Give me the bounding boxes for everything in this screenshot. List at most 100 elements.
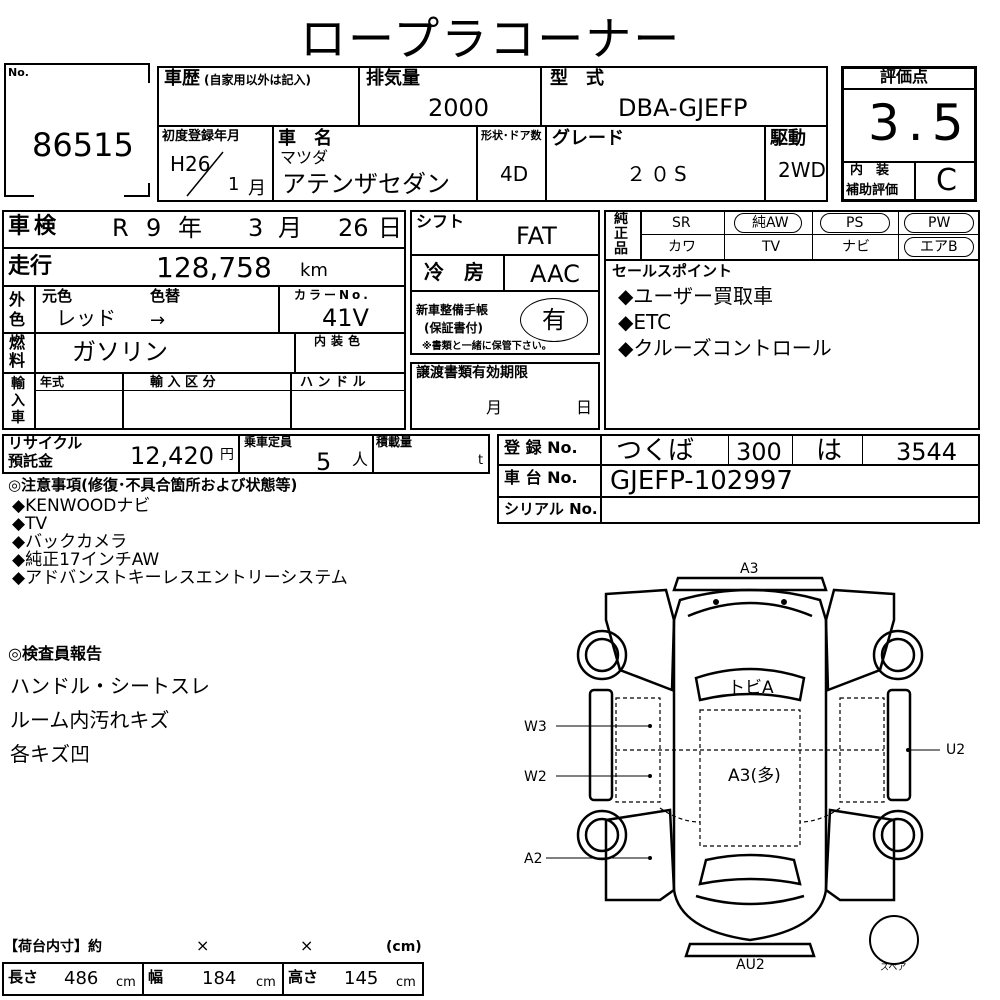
inspection-year-unit: 年 [178, 214, 202, 242]
import-label: 輸入車 [11, 376, 25, 426]
equipment-grid [604, 210, 980, 430]
score-label: 評価点 [880, 67, 929, 86]
inspection-label: 車検 [8, 214, 61, 239]
import-type-label: 輸 入 区 分 [150, 375, 216, 390]
exterior-color: レッド [56, 306, 116, 330]
inspector-item-3: 各キズ凹 [10, 742, 90, 766]
cargo-height-unit: cm [396, 975, 416, 990]
note-2: ◆TV [12, 514, 48, 534]
inspector-item-1: ハンドル・シートスレ [10, 674, 210, 698]
cargo-grid [2, 962, 424, 996]
drive-label: 駆動 [770, 128, 806, 149]
equip-airbag: エアB [920, 239, 958, 255]
transfer-day-unit: 日 [576, 398, 593, 417]
displacement-value: 2000 [428, 94, 490, 122]
equip-leather: カワ [668, 239, 696, 255]
history-note: (自家用以外は記入) [204, 73, 311, 87]
sales-points-label: セールスポイント [612, 262, 733, 280]
cargo-width-label: 幅 [148, 968, 164, 986]
inspection-grid [2, 210, 406, 430]
note-5: ◆アドバンストキーレスエントリーシステム [12, 568, 348, 588]
doors-value: 4D [500, 162, 529, 186]
inspection-year: 9 [146, 214, 162, 242]
car-maker: マツダ [280, 148, 329, 167]
model-value: DBA-GJEFP [618, 94, 748, 122]
note-4: ◆純正17インチAW [12, 550, 160, 570]
diagram-label-roof-front: トビA [728, 678, 774, 698]
sales-point-2: ◆ETC [618, 310, 672, 334]
cargo-x1: × [196, 936, 210, 955]
score-value: 3.5 [868, 94, 972, 152]
equip-circle-ps [820, 213, 890, 233]
fuel-label: 燃料 [9, 333, 26, 370]
drive-value: 2WD [778, 158, 826, 182]
interior-label-1: 内 装 [850, 163, 890, 178]
displacement-label: 排気量 [366, 68, 420, 89]
manual-label-1: 新車整備手帳 [416, 303, 489, 317]
diagram-label-w3: W3 [524, 719, 547, 735]
inspector-label: ◎検査員報告 [8, 644, 102, 663]
registration-label: 登 録 No. [504, 438, 578, 457]
diagram-label-front: A3 [740, 561, 759, 577]
color-arrow: → [150, 310, 166, 331]
cargo-length: 486 [64, 968, 99, 989]
import-handle-label: ハ ン ド ル [300, 375, 366, 390]
inspector-item-2: ルーム内汚れキズ [10, 708, 170, 732]
inspection-day-unit: 日 [378, 214, 402, 242]
grade-label: グレード [552, 128, 624, 149]
car-name: アテンザセダン [282, 170, 450, 198]
chassis-value: GJEFP-102997 [610, 466, 793, 496]
equip-navi: ナビ [842, 239, 870, 255]
aircon-label: 冷 房 [424, 260, 484, 284]
fuel-value: ガソリン [72, 338, 168, 366]
cargo-label: 【荷台内寸】約 [4, 939, 102, 955]
equip-circle-airbag [904, 237, 974, 257]
aircon-value: AAC [530, 260, 580, 288]
equip-ps: PS [846, 215, 864, 231]
manual-circle [520, 298, 588, 342]
car-diagram [546, 576, 940, 965]
equip-tv: TV [762, 239, 781, 255]
registration-kana: は [816, 436, 843, 466]
capacity-unit: 人 [352, 450, 369, 469]
cargo-height: 145 [344, 968, 379, 989]
interior-value: C [936, 163, 957, 198]
lot-number: 86515 [32, 126, 134, 164]
equip-circle-pw [904, 213, 974, 233]
manual-note: ※書類と一緒に保管下さい。 [422, 341, 552, 352]
equip-sr: SR [672, 215, 691, 231]
first-reg-slash [186, 151, 224, 197]
manual-value: 有 [542, 306, 566, 334]
inspection-day: 26 [338, 214, 369, 242]
transfer-label: 譲渡書類有効期限 [416, 365, 528, 381]
load-unit: t [478, 453, 484, 468]
sales-point-3: ◆クルーズコントロール [618, 336, 832, 360]
sales-point-1: ◆ユーザー買取車 [618, 284, 773, 308]
mileage-unit: km [300, 260, 328, 281]
history-label: 車歴 [164, 68, 200, 89]
lot-box: No. 86515 [4, 63, 150, 197]
page-title: ロープラコーナー [300, 12, 682, 66]
note-1: ◆KENWOODナビ [12, 496, 151, 516]
shift-value: FAT [516, 222, 557, 250]
cargo-unit-header: (cm) [386, 939, 422, 955]
first-reg-month: 1 [228, 174, 240, 195]
grade-value: ２０S [626, 162, 691, 186]
equipment-label: 純正品 [614, 211, 628, 257]
first-reg-label: 初度登録年月 [162, 129, 241, 144]
capacity-value: 5 [316, 448, 332, 476]
interior-color-label: 内装色 [314, 334, 366, 348]
diagram-label-w2: W2 [524, 769, 547, 785]
first-reg-month-unit: 月 [248, 178, 266, 199]
mileage-label: 走行 [8, 254, 53, 279]
registration-class: 300 [736, 438, 782, 466]
diagram-label-spare: スペア [880, 963, 907, 973]
cargo-length-label: 長さ [8, 968, 39, 986]
inspection-era: R [112, 214, 129, 242]
import-year-label: 年式 [40, 375, 65, 389]
doors-label: 形状･ドア数 [481, 129, 542, 142]
transfer-box [410, 362, 600, 430]
capacity-label: 乗車定員 [244, 435, 293, 449]
recycle-unit: 円 [220, 447, 234, 463]
recycle-label-2: 預託金 [8, 452, 54, 470]
